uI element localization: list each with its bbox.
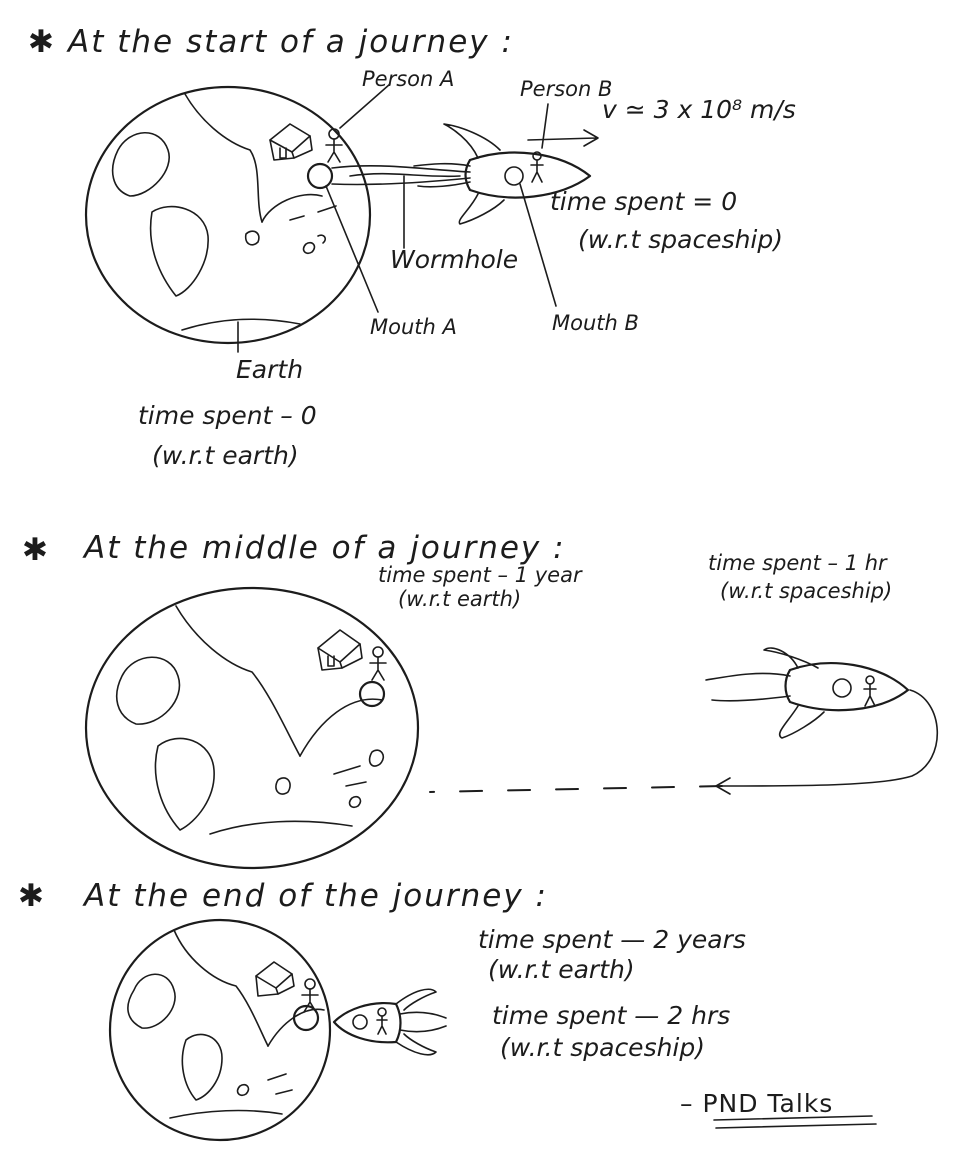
person-a-pointer — [339, 83, 391, 129]
person-a-figure-middle — [369, 646, 387, 681]
mouth-b-label: Mouth B — [552, 311, 639, 335]
time-earth-end: time spent — 2 years — [478, 925, 746, 954]
time-ship-middle: time spent – 1 hr — [708, 551, 888, 575]
earth-globe-start — [84, 85, 372, 345]
earth-globe-middle — [84, 586, 420, 870]
wormhole-tube — [331, 165, 471, 186]
velocity-label: v ≃ 3 x 10⁸ m/s — [602, 95, 796, 124]
bullet-end: ✱ — [18, 878, 46, 914]
section-middle: ✱ At the middle of a journey : time spen… — [22, 530, 939, 870]
house-icon-end — [255, 961, 295, 997]
time-earth-middle-ref: (w.r.t earth) — [398, 587, 521, 611]
signature-underline — [713, 1115, 877, 1129]
person-a-figure — [325, 128, 343, 163]
section-middle-title: At the middle of a journey : — [82, 530, 566, 566]
mouth-b-pointer — [519, 183, 557, 307]
person-b-pointer — [541, 103, 549, 149]
house-icon-middle — [317, 629, 363, 671]
time-ship-end-ref: (w.r.t spaceship) — [500, 1033, 705, 1062]
mouth-a-pointer — [325, 185, 379, 313]
return-path-curve — [721, 689, 939, 787]
section-end-title: At the end of the journey : — [82, 878, 548, 914]
section-start: ✱ At the start of a journey : — [28, 24, 796, 470]
mouth-a-circle — [306, 162, 334, 190]
bullet-middle: ✱ — [22, 532, 50, 568]
person-b-label: Person B — [520, 77, 612, 101]
velocity-arrow — [527, 129, 599, 147]
rocket-start — [413, 123, 592, 225]
time-ship-start-ref: (w.r.t spaceship) — [578, 225, 783, 254]
time-earth-start-ref: (w.r.t earth) — [152, 441, 299, 470]
time-ship-end: time spent — 2 hrs — [492, 1001, 730, 1030]
time-earth-end-ref: (w.r.t earth) — [488, 955, 635, 984]
earth-globe-end — [108, 918, 332, 1142]
rocket-end — [332, 988, 447, 1056]
time-ship-start: time spent = 0 — [550, 187, 737, 216]
wormhole-label: Wormhole — [390, 245, 518, 274]
time-earth-middle: time spent – 1 year — [378, 563, 583, 587]
mouth-a-label: Mouth A — [370, 315, 457, 339]
return-path-dashes — [429, 785, 723, 793]
bullet-start: ✱ — [28, 24, 56, 60]
person-a-figure-end — [301, 978, 319, 1013]
signature: – PND Talks — [680, 1089, 833, 1118]
rocket-middle — [705, 647, 910, 739]
earth-label: Earth — [236, 355, 303, 384]
time-ship-middle-ref: (w.r.t spaceship) — [720, 579, 892, 603]
mouth-a-circle-end — [292, 1004, 320, 1032]
mouth-a-circle-middle — [358, 680, 386, 708]
time-earth-start: time spent – 0 — [138, 401, 317, 430]
return-arrowhead — [715, 777, 731, 795]
section-start-title: At the start of a journey : — [66, 24, 514, 60]
house-icon-start — [269, 123, 313, 161]
section-end: ✱ At the end of the journey : — [18, 878, 877, 1142]
person-a-label: Person A — [362, 67, 454, 91]
